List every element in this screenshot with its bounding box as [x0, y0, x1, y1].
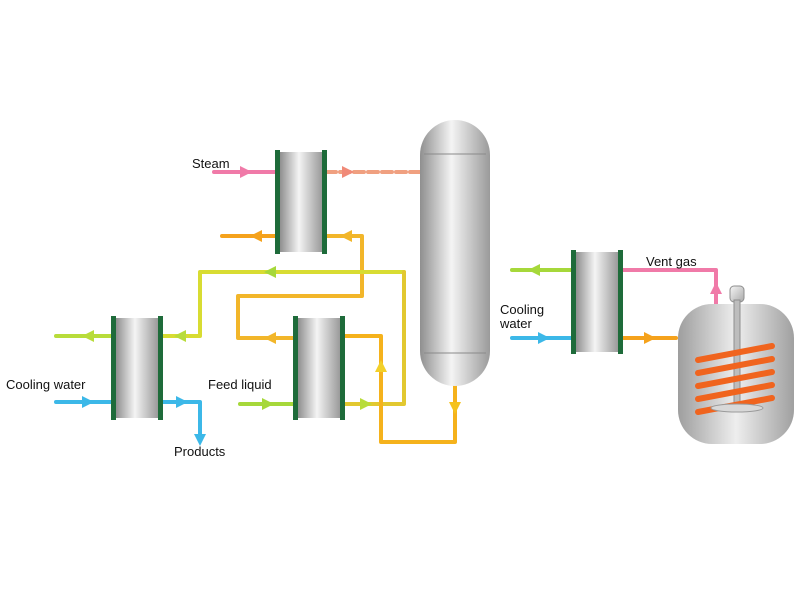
- bottoms-arrow-icon: [449, 402, 461, 414]
- cw-right-out-arrow-icon: [528, 264, 540, 276]
- middle-return-arrow-icon: [264, 332, 276, 344]
- preheat-pipe: [328, 334, 457, 444]
- heat-exchanger-left: [111, 316, 163, 420]
- condensate-arrow-icon: [250, 230, 262, 242]
- cw-right-in-arrow-icon: [538, 332, 550, 344]
- heat-exchanger-middle: [293, 316, 345, 420]
- vapor-arrow-icon: [342, 166, 354, 178]
- vent-gas-label: Vent gas: [646, 254, 697, 269]
- heating-coil: [695, 343, 775, 415]
- products-down-arrow-icon: [194, 434, 206, 446]
- products-side-arrow-icon: [176, 396, 188, 408]
- heat-exchanger-right: [571, 250, 623, 354]
- stirred-tank: [678, 285, 794, 444]
- riser-arrow-icon: [375, 360, 387, 372]
- cooling-water-left-label: Cooling water: [6, 377, 86, 392]
- steam-label: Steam: [192, 156, 230, 171]
- steam-arrow-icon: [240, 166, 252, 178]
- top-vapor-pipe: [310, 170, 422, 202]
- recycle-pipe-b: [330, 270, 406, 406]
- flow-arrows: [82, 166, 722, 446]
- tank-feed-arrow-icon: [644, 332, 656, 344]
- return-arrow-icon: [340, 230, 352, 242]
- cooling-water-right-label-line2: water: [499, 316, 532, 331]
- heat-exchanger-top: [275, 150, 327, 254]
- products-label: Products: [174, 444, 226, 459]
- vent-gas-arrow-icon: [710, 282, 722, 294]
- middle-out-arrow-icon: [360, 398, 372, 410]
- recycle-pipe: [148, 270, 406, 338]
- exchanger-in-arrow-icon: [174, 330, 186, 342]
- cooling-water-right-label-line1: Cooling: [500, 302, 544, 317]
- feed-liquid-pipe: [238, 338, 302, 406]
- cw-left-out-arrow-icon: [82, 330, 94, 342]
- feed-arrow-icon: [262, 398, 274, 410]
- feed-liquid-label: Feed liquid: [208, 377, 272, 392]
- vent-gas-pipe: [608, 268, 718, 307]
- cw-left-in-arrow-icon: [82, 396, 94, 408]
- recycle-arrow-icon: [264, 266, 276, 278]
- distillation-column: [420, 120, 490, 386]
